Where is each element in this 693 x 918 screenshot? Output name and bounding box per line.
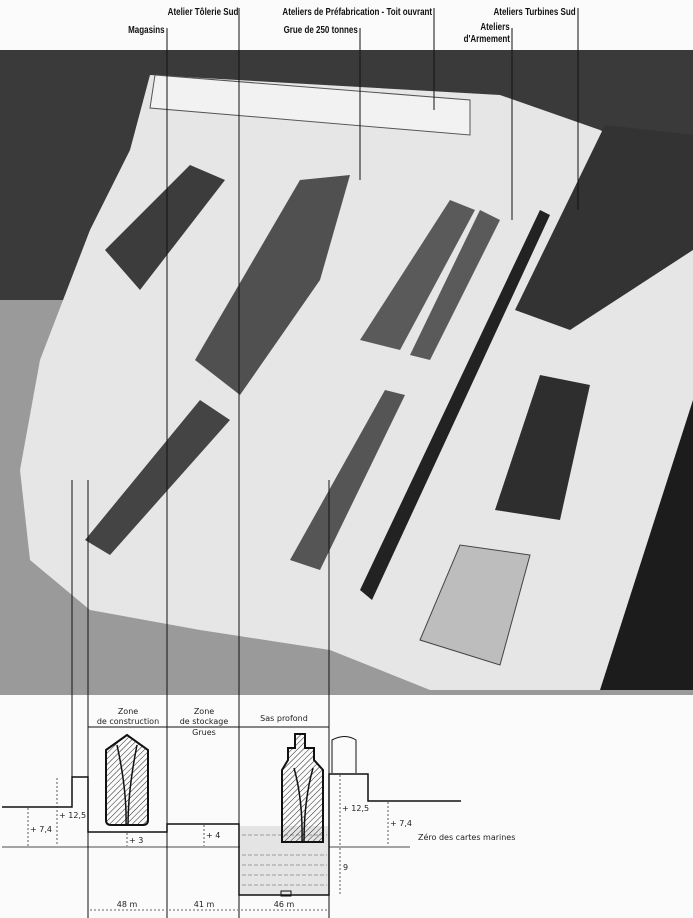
zone-construction-1: Zone — [118, 707, 138, 716]
sas-profond: Sas profond — [260, 714, 308, 723]
quay-building-outline — [331, 736, 357, 773]
zero-label: Zéro des cartes marines — [418, 832, 515, 842]
zone-stockage-1: Zone — [194, 707, 214, 716]
width-46: 46 m — [274, 900, 295, 909]
zone-construction-2: de construction — [97, 717, 159, 726]
label-armement-1: Ateliers — [480, 22, 510, 33]
width-41: 41 m — [194, 900, 215, 909]
depth-9: 9 — [343, 863, 348, 872]
storage-building — [419, 544, 531, 666]
grues-label: Grues — [192, 728, 216, 737]
ship-hull-3 — [290, 390, 405, 570]
zone-stockage-2: de stockage — [180, 717, 229, 726]
quay-rail — [360, 210, 550, 600]
height-4: + 4 — [206, 831, 220, 840]
height-right-125: + 12,5 — [342, 804, 369, 813]
ship-hull-2 — [410, 210, 500, 360]
label-grue: Grue de 250 tonnes — [283, 25, 358, 36]
height-3: + 3 — [129, 836, 143, 845]
shadow-area — [600, 400, 693, 690]
label-turbines: Ateliers Turbines Sud — [493, 7, 576, 18]
height-left-125: + 12,5 — [59, 811, 86, 820]
yard-platform — [20, 75, 693, 690]
dock-structure — [85, 400, 230, 555]
ship-section-sas — [281, 733, 324, 843]
label-magasins: Magasins — [128, 25, 165, 36]
turbine-workshop — [515, 125, 693, 330]
terrain-profile — [2, 773, 461, 896]
magasins-building — [105, 165, 225, 290]
height-left-74: + 7,4 — [30, 825, 52, 834]
height-right-74: + 7,4 — [390, 819, 412, 828]
ship-hull-large — [195, 175, 350, 395]
ship-section-construction — [105, 733, 149, 826]
armament-workshop — [495, 375, 590, 520]
label-atelier-tolerie: Atelier Tôlerie Sud — [167, 7, 238, 18]
sill — [280, 890, 292, 897]
prefab-workshop-roof — [149, 74, 471, 136]
ship-hull-1 — [360, 200, 475, 350]
width-48: 48 m — [117, 900, 138, 909]
label-armement-2: d'Armement — [463, 34, 510, 45]
label-prefabrication: Ateliers de Préfabrication - Toit ouvran… — [282, 7, 432, 18]
